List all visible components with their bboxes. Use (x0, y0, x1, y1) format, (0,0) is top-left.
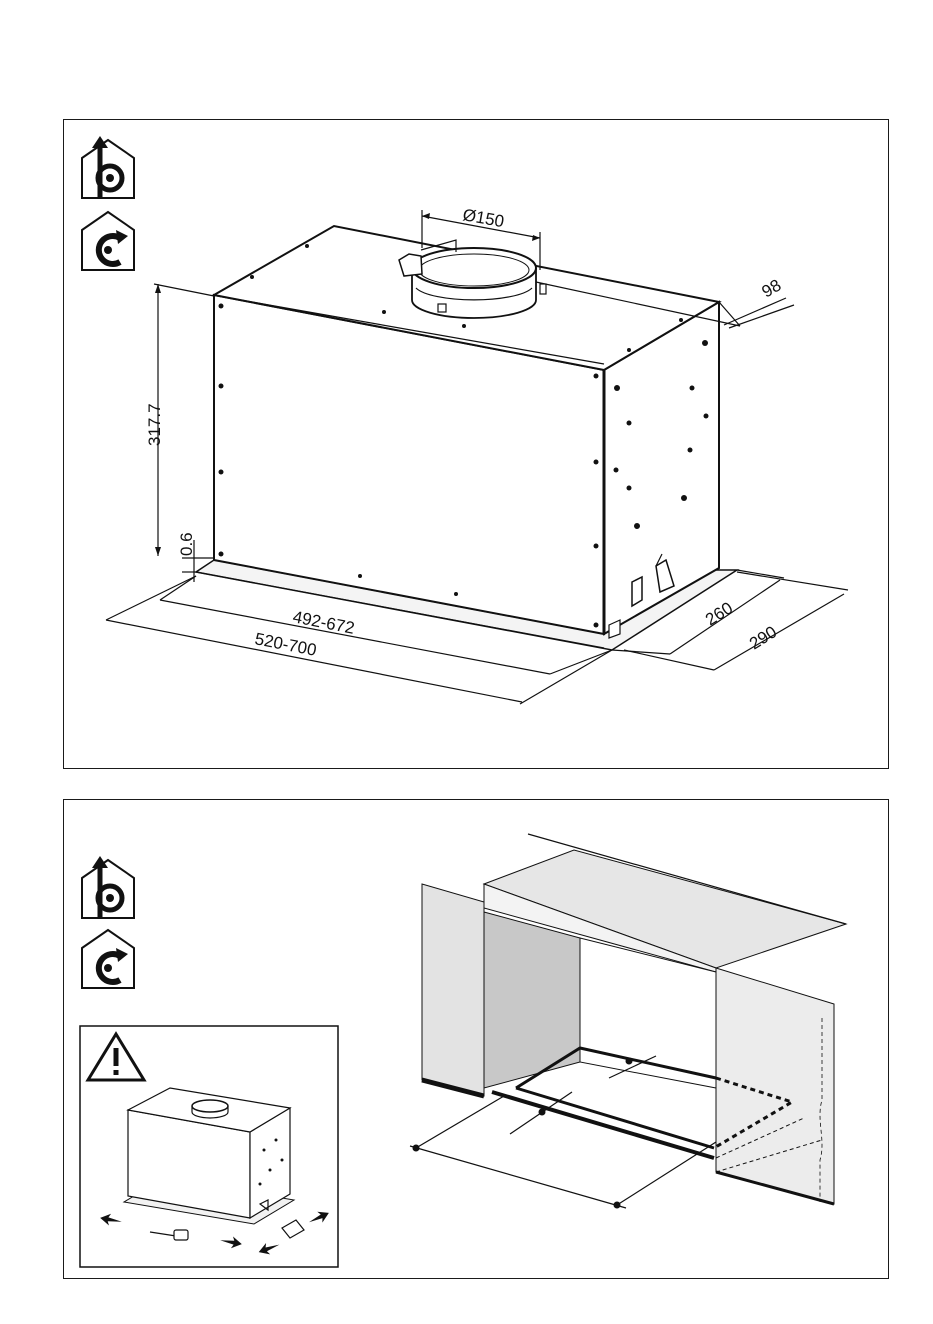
warning-inset (80, 1026, 338, 1267)
inner-depth-label: 260 (702, 598, 736, 629)
recirculation-icon (82, 212, 134, 270)
inner-width-label: 492-672 (291, 607, 356, 638)
ducted-extraction-icon (82, 856, 134, 918)
installation-panel (63, 799, 889, 1279)
duct-offset-label: 98 (759, 276, 785, 302)
gap-label: 0.6 (177, 532, 196, 556)
hood-dimensions-drawing: Ø150 98 317.7 0.6 (64, 120, 890, 770)
ducted-extraction-icon (82, 136, 134, 198)
cabinet-scene (410, 834, 846, 1209)
height-dimension: 317.7 (145, 284, 214, 556)
height-label: 317.7 (145, 403, 164, 446)
recirculation-icon (82, 930, 134, 988)
installation-drawing (64, 800, 890, 1280)
hood-dimensions-panel: Ø150 98 317.7 0.6 (63, 119, 889, 769)
duct-diameter-label: Ø150 (461, 205, 505, 231)
mini-hood-drawing (124, 1088, 294, 1224)
